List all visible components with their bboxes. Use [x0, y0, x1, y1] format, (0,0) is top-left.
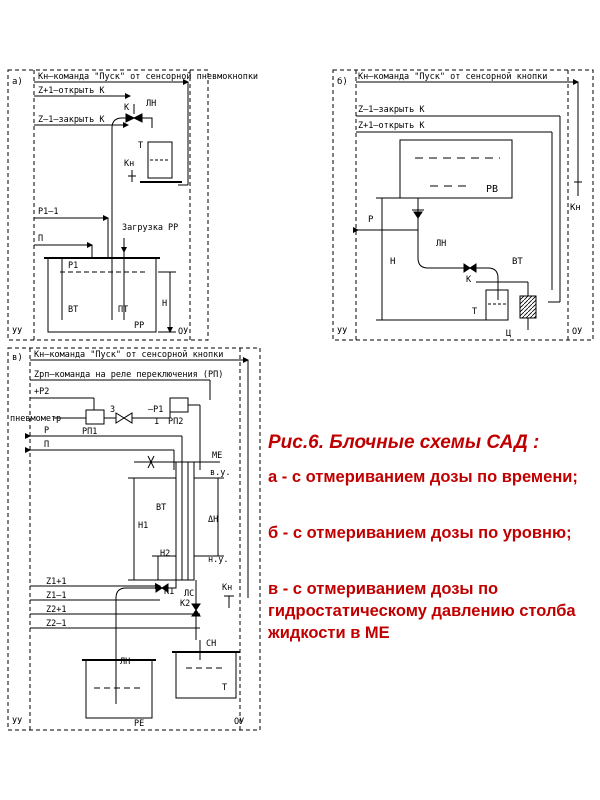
panel-v-z2p: Z2+1	[46, 605, 66, 615]
panel-b-line: ЛН	[436, 239, 446, 249]
panel-b-t: Т	[472, 307, 477, 317]
panel-a-h: Н	[162, 299, 167, 309]
panel-v-rp1: РП1	[82, 427, 97, 437]
panel-a-cmd-open: Z+1–открыть К	[38, 86, 105, 96]
panel-b-h: Н	[390, 257, 395, 267]
panel-v-labels: в) Кн–команда "Пуск" от сенсорной кнопки…	[10, 350, 244, 729]
panel-a-n-signal: П	[38, 234, 43, 244]
panel-v-frame	[7, 347, 261, 731]
panel-b-vt: ВТ	[512, 257, 523, 267]
panel-v-t: Т	[222, 683, 227, 693]
panel-b-cmd-close: Z–1–закрыть К	[358, 105, 425, 115]
panel-b-p: Р	[368, 215, 374, 225]
panel-b-ou: ОУ	[572, 327, 582, 337]
panel-a-ou: ОУ	[178, 327, 188, 337]
caption-item-a: а - с отмериванием дозы по времени;	[268, 468, 578, 486]
panel-a	[7, 69, 209, 341]
panel-v-pneumometer: пневмометр	[10, 414, 61, 424]
panel-v-ou: ОУ	[234, 717, 244, 727]
panel-v-me: МЕ	[212, 451, 222, 461]
panel-v-dh: ΔН	[208, 515, 218, 525]
panel-v-n3: 3	[110, 405, 115, 415]
caption-item-v: в - с отмериванием дозы по гидростатичес…	[268, 580, 576, 642]
panel-a-load: Загрузка РР	[122, 223, 178, 233]
panel-v-p: Р	[44, 426, 49, 436]
panel-b-button: Кн	[570, 203, 581, 213]
panel-v-uu: УУ	[12, 717, 22, 727]
panel-v-h2: Н2	[160, 549, 170, 559]
panel-v-rp2: РП2	[168, 417, 183, 427]
panel-v-z1m: Z1–1	[46, 591, 66, 601]
panel-b-rv: РВ	[486, 184, 498, 195]
panel-b-cmd-open: Z+1–открыть К	[358, 121, 425, 131]
panel-a-pt: ПТ	[118, 305, 128, 315]
panel-a-letter: а)	[12, 77, 23, 87]
panel-v-cmd-start: Кн–команда "Пуск" от сенсорной кнопки	[34, 350, 223, 360]
panel-a-vt: ВТ	[68, 305, 78, 315]
panel-v-p2: +P2	[34, 387, 49, 397]
panel-a-line: ЛН	[146, 99, 156, 109]
panel-v-z1p: Z1+1	[46, 577, 66, 587]
panel-a-frame	[7, 69, 209, 341]
panel-b	[332, 69, 594, 341]
panel-a-p-signal: Р1–1	[38, 207, 58, 217]
panel-a-cmd-close: Z–1–закрыть К	[38, 115, 105, 125]
panel-v-vt: ВТ	[156, 503, 166, 513]
panel-v-vu: в.у.	[210, 468, 230, 478]
panel-v-ln: ЛН	[120, 657, 130, 667]
figure-caption-title: Рис.6. Блочные схемы САД :	[268, 432, 540, 453]
panel-v-ls: ЛС	[184, 589, 194, 599]
panel-b-cmd-start: Кн–команда "Пуск" от сенсорной кнопки	[358, 72, 547, 82]
panel-b-frame	[332, 69, 594, 341]
panel-v-n: П	[44, 440, 49, 450]
panel-v-sn: СН	[206, 639, 216, 649]
panel-a-tank: Т	[138, 141, 143, 151]
panel-b-uu: УУ	[337, 327, 347, 337]
panel-v-cmd-relay: Zрп–команда на реле переключения (РП)	[34, 370, 223, 380]
panel-a-uu: УУ	[12, 327, 22, 337]
caption-item-b: б - с отмериванием дозы по уровню;	[268, 524, 572, 542]
panel-v-button: Кн	[222, 583, 232, 593]
panel-a-labels: а) Кн–команда "Пуск" от сенсорной пневмо…	[12, 72, 258, 337]
panel-b-k: К	[466, 275, 472, 285]
panel-v-k2: К2	[180, 599, 190, 609]
panel-a-valve: К	[124, 103, 130, 113]
panel-b-labels: б) Кн–команда "Пуск" от сенсорной кнопки…	[337, 72, 582, 339]
panel-v-p1: –P1	[148, 405, 163, 415]
panel-b-letter: б)	[337, 76, 348, 87]
panel-a-button: Кн	[124, 159, 134, 169]
panel-b-c: Ц	[506, 329, 511, 339]
panel-v	[7, 347, 261, 731]
panel-a-cmd-start: Кн–команда "Пуск" от сенсорной пневмокно…	[38, 72, 258, 82]
panel-v-z2m: Z2–1	[46, 619, 66, 629]
panel-v-n1: 1	[154, 417, 159, 427]
panel-v-nu: н.у.	[208, 555, 228, 565]
panel-v-k1: К1	[164, 587, 174, 597]
panel-a-p1: Р1	[68, 261, 78, 271]
panel-v-h1: Н1	[138, 521, 148, 531]
panel-v-re: РЕ	[134, 719, 144, 729]
panel-a-rr: РР	[134, 321, 144, 331]
panel-v-letter: в)	[12, 353, 23, 363]
